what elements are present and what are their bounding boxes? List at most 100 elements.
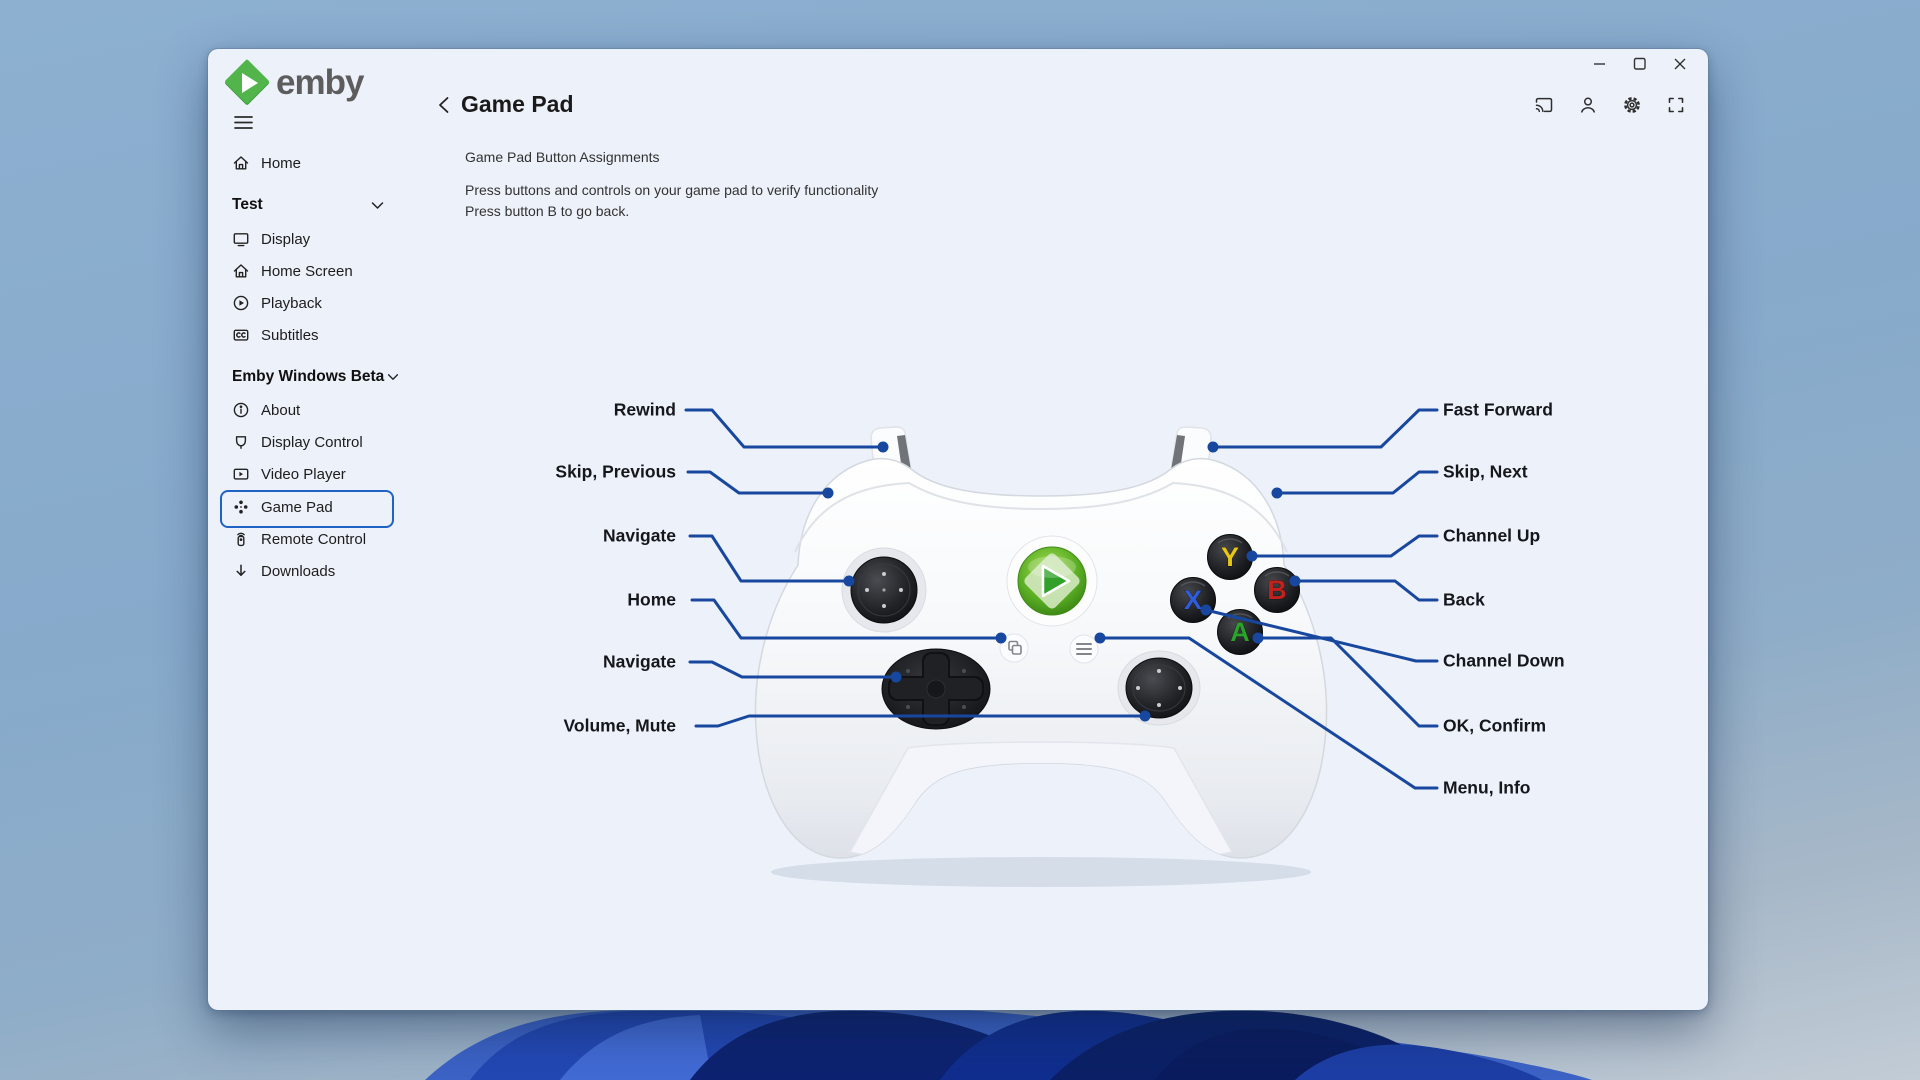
sidebar-item-remote-control[interactable]: Remote Control [232, 525, 366, 553]
line-menu-info [1098, 636, 1439, 790]
sidebar-item-label: Playback [261, 294, 322, 312]
line-volume-mute [694, 714, 1147, 728]
sidebar-item-video-player[interactable]: Video Player [232, 460, 346, 488]
closed-captions-icon [233, 329, 249, 341]
menu-button [1069, 634, 1099, 664]
diagram-label-skip-previous: Skip, Previous [555, 461, 676, 482]
remote-control-icon [237, 532, 245, 547]
chevron-down-icon [371, 201, 384, 209]
home-icon [233, 156, 249, 170]
selected-item-outline [220, 490, 394, 528]
diagram-label-home: Home [627, 589, 676, 610]
line-navigate-stick [688, 534, 851, 583]
diagram-label-menu-info: Menu, Info [1443, 777, 1531, 798]
user-icon[interactable] [1577, 94, 1599, 116]
info-icon [233, 402, 249, 418]
page-header: Game Pad [436, 91, 574, 118]
sidebar-item-display-control[interactable]: Display Control [232, 428, 363, 456]
line-fast-forward [1211, 408, 1439, 449]
left-analog-stick [841, 547, 927, 633]
minimize-icon [1594, 63, 1605, 65]
page-title: Game Pad [461, 91, 574, 117]
maximize-button[interactable] [1620, 51, 1660, 77]
lower-panel [848, 741, 1234, 858]
line-channel-down [1204, 608, 1439, 663]
diagram-label-channel-down: Channel Down [1443, 650, 1565, 671]
minimize-button[interactable] [1580, 51, 1620, 77]
line-skip-previous [686, 470, 830, 495]
guide-button [1006, 535, 1098, 627]
line-home [690, 598, 1003, 640]
diagram-label-navigate-2: Navigate [603, 651, 676, 672]
right-analog-stick [1117, 650, 1201, 726]
controller-shadow [771, 857, 1311, 887]
cast-icon[interactable] [1533, 94, 1555, 116]
sidebar-item-about[interactable]: About [232, 396, 300, 424]
hamburger-icon [234, 115, 253, 129]
diagram-label-ok-confirm: OK, Confirm [1443, 715, 1547, 736]
sidebar-item-label: Home Screen [261, 262, 353, 280]
emby-logo-icon [225, 59, 269, 105]
chevron-left-icon [439, 96, 449, 113]
sidebar-item-game-pad[interactable]: Game Pad [232, 493, 333, 521]
emby-app-window: emby Home Test Display [207, 48, 1709, 1011]
face-button-y: Y [1207, 534, 1253, 580]
face-button-b: B [1254, 567, 1300, 613]
view-button [999, 633, 1029, 663]
gamepad-icon [234, 500, 248, 514]
section-title: Test [232, 196, 263, 213]
window-controls [1580, 51, 1700, 77]
sidebar-section-test[interactable]: Test [232, 196, 384, 214]
sidebar-item-home-screen[interactable]: Home Screen [232, 257, 353, 285]
face-button-a: A [1217, 609, 1263, 655]
sidebar-item-display[interactable]: Display [232, 225, 310, 253]
fullscreen-icon[interactable] [1665, 94, 1687, 116]
svg-text:X: X [1184, 585, 1202, 615]
line-channel-up [1250, 534, 1439, 558]
header-icons [1533, 94, 1687, 116]
sidebar-item-playback[interactable]: Playback [232, 289, 322, 317]
sidebar-section-emby-windows-beta[interactable]: Emby Windows Beta [232, 368, 399, 386]
sidebar-item-label: Remote Control [261, 530, 367, 548]
close-button[interactable] [1660, 51, 1700, 77]
svg-text:Y: Y [1221, 542, 1239, 572]
download-icon [236, 564, 246, 576]
diagram-label-fast-forward: Fast Forward [1443, 399, 1553, 420]
settings-icon[interactable] [1621, 94, 1643, 116]
connector-lines [684, 408, 1439, 790]
emby-logo[interactable]: emby [222, 58, 364, 108]
sidebar-item-label: About [261, 401, 301, 419]
diagram-label-channel-up: Channel Up [1443, 525, 1541, 546]
hamburger-menu-button[interactable] [234, 112, 258, 132]
gamepad-illustration: Y B X A [684, 408, 1439, 887]
sidebar-item-subtitles[interactable]: Subtitles [232, 321, 319, 349]
controller-body [754, 457, 1328, 859]
assignments-instructions: Press buttons and controls on your game … [465, 180, 878, 222]
section-title: Emby Windows Beta [232, 368, 385, 385]
dpad [881, 648, 991, 730]
line-back [1293, 579, 1439, 602]
maximize-icon [1633, 57, 1646, 70]
diagram-label-skip-next: Skip, Next [1443, 461, 1528, 482]
line-ok-confirm [1256, 636, 1439, 728]
diagram-label-back: Back [1443, 589, 1485, 610]
sidebar-item-label: Video Player [261, 465, 346, 483]
face-button-x: X [1170, 577, 1216, 623]
sidebar-item-label: Downloads [261, 562, 336, 580]
sidebar-item-home[interactable]: Home [232, 149, 301, 177]
line-navigate-dpad [688, 660, 898, 679]
close-icon [1674, 58, 1686, 70]
sidebar-item-label: Subtitles [261, 326, 319, 344]
play-circle-icon [233, 295, 249, 311]
svg-text:A: A [1230, 617, 1250, 647]
gamepad-diagram: Y B X A [208, 49, 1708, 1010]
line-skip-next [1275, 470, 1439, 495]
svg-text:B: B [1267, 575, 1287, 605]
back-button[interactable] [436, 95, 451, 115]
diagram-label-navigate-1: Navigate [603, 525, 676, 546]
sidebar-item-downloads[interactable]: Downloads [232, 557, 335, 585]
assignments-heading: Game Pad Button Assignments [465, 149, 660, 165]
display-icon [233, 233, 249, 247]
